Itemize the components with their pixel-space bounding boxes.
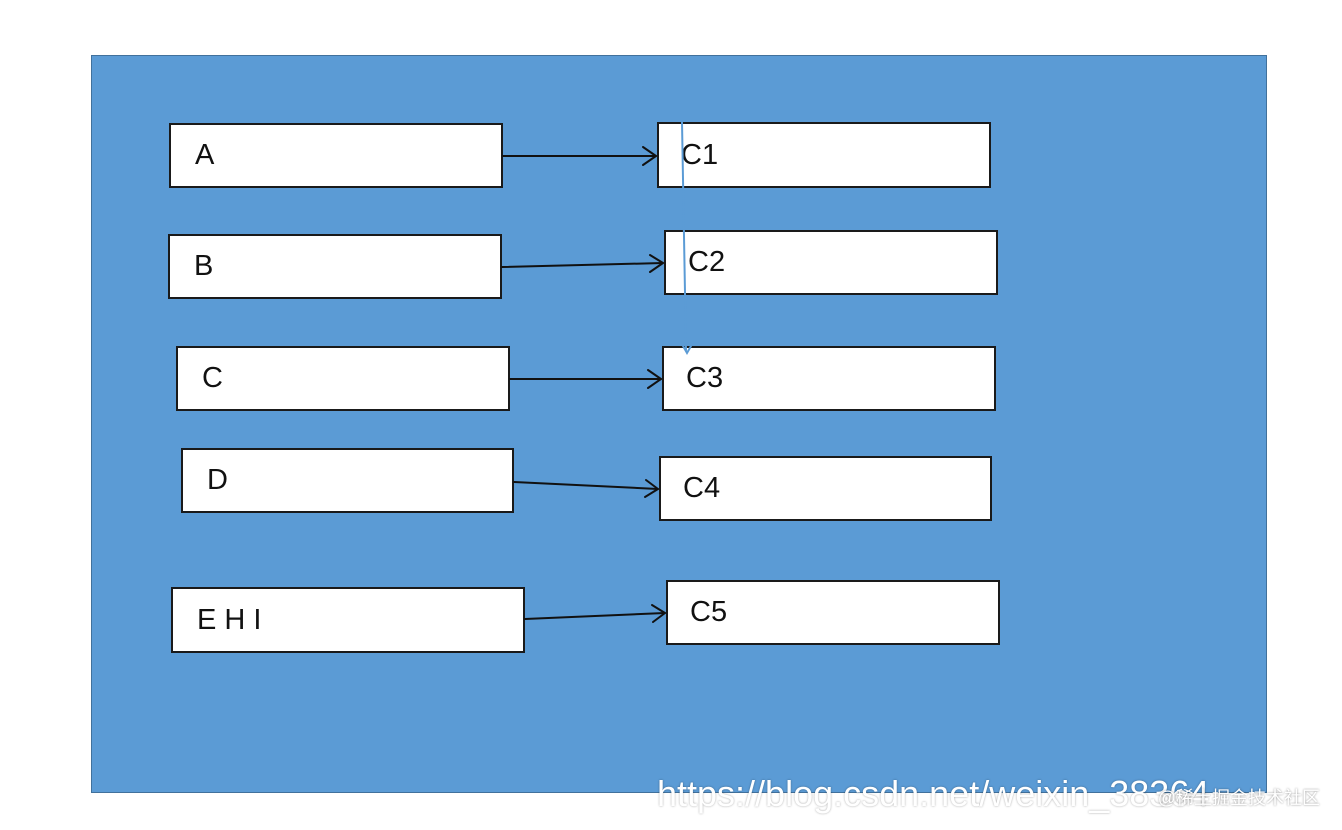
node-c4: C4	[659, 456, 992, 521]
node-c1: C1	[657, 122, 991, 188]
node-c5: C5	[666, 580, 1000, 645]
node-ehi: E H I	[171, 587, 525, 653]
credit-label: @稀土掘金技术社区	[1157, 788, 1320, 808]
node-b: B	[168, 234, 502, 299]
node-a: A	[169, 123, 503, 188]
node-c2: C2	[664, 230, 998, 295]
node-d: D	[181, 448, 514, 513]
node-c: C	[176, 346, 510, 411]
watermark-url: https://blog.csdn.net/weixin_38364	[657, 776, 1210, 814]
node-c3: C3	[662, 346, 996, 411]
